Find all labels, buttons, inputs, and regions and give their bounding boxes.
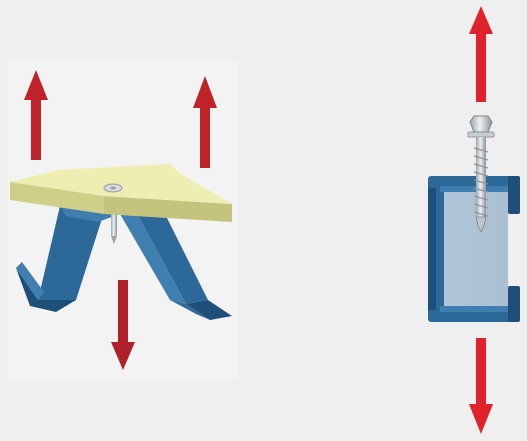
c-profile-bottom-lip: [508, 286, 520, 322]
profile-left-flange: [16, 268, 76, 312]
right-diagram: [428, 6, 520, 434]
c-profile-web-inner: [436, 186, 444, 314]
arrow-down-center-shape: [111, 280, 135, 370]
arrow-up-left: [24, 70, 48, 160]
board-right-face: [104, 196, 232, 222]
profile-right-leg-inner: [120, 212, 186, 304]
self-drilling-screw: [467, 115, 495, 233]
board-front-face: [10, 182, 104, 214]
c-profile-top-flange: [428, 176, 520, 188]
arrow-up-top-shape: [469, 6, 493, 102]
arrow-down-bottom: [469, 338, 493, 434]
insulation-board: [10, 164, 232, 222]
profile-right-flange-top: [170, 300, 210, 320]
arrow-up-left-shape: [24, 70, 48, 160]
profile-right-leg: [136, 208, 208, 304]
c-profile-bottom-flange-inner: [440, 306, 516, 312]
c-profile-top-lip: [508, 176, 520, 214]
arrow-up-top: [469, 6, 493, 102]
profile-right-flange: [186, 300, 232, 320]
board-screw-shank: [111, 214, 117, 236]
arrow-down-bottom-shape: [469, 338, 493, 434]
screw-shank: [476, 137, 486, 217]
profile-left-flange-top: [16, 262, 44, 300]
screw-drill-tip: [475, 216, 487, 233]
board-top-face: [10, 164, 232, 204]
omega-profile: [16, 206, 232, 320]
screw-threads: [473, 147, 489, 217]
arrow-up-right-shape: [193, 76, 217, 168]
washer-hole: [110, 186, 116, 190]
c-profile-bottom-flange: [428, 310, 520, 322]
arrow-down-center: [111, 280, 135, 370]
board-screw: [111, 214, 117, 244]
c-profile: [428, 176, 520, 322]
screw-hex-head: [469, 115, 493, 133]
board-screw-tip: [111, 236, 117, 244]
left-diagram: [10, 70, 232, 370]
screw-washer: [467, 131, 495, 138]
arrow-up-right: [193, 76, 217, 168]
profile-left-leg: [38, 206, 106, 300]
